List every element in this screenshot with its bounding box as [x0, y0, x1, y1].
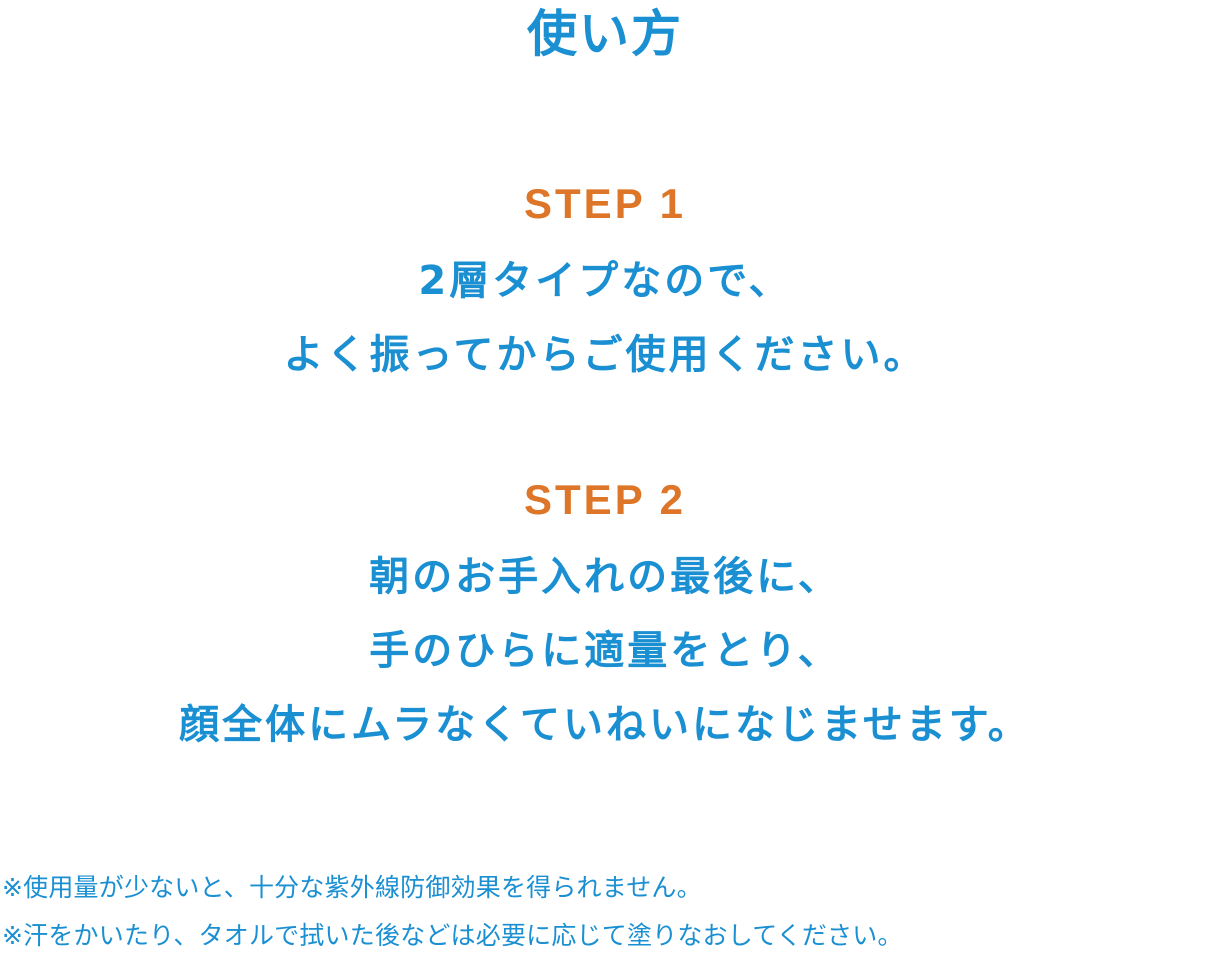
page-title: 使い方 — [527, 5, 683, 63]
note-2: ※汗をかいたり、タオルで拭いた後などは必要に応じて塗りなおしてください。 — [2, 921, 903, 950]
step-2-line-2: 手のひらに適量をとり、 — [369, 628, 841, 674]
step-2-line-1: 朝のお手入れの最後に、 — [369, 554, 841, 600]
step-2-line-3: 顔全体にムラなくていねいになじませます。 — [179, 702, 1031, 748]
note-1: ※使用量が少ないと、十分な紫外線防御効果を得られません。 — [2, 873, 702, 902]
step-1-line-2: よく振ってからご使用ください。 — [283, 332, 927, 378]
step-2-label: STEP 2 — [524, 476, 686, 523]
step-1-label: STEP 1 — [524, 180, 686, 227]
step-1-line-1: 2層タイプなので、 — [418, 258, 792, 304]
